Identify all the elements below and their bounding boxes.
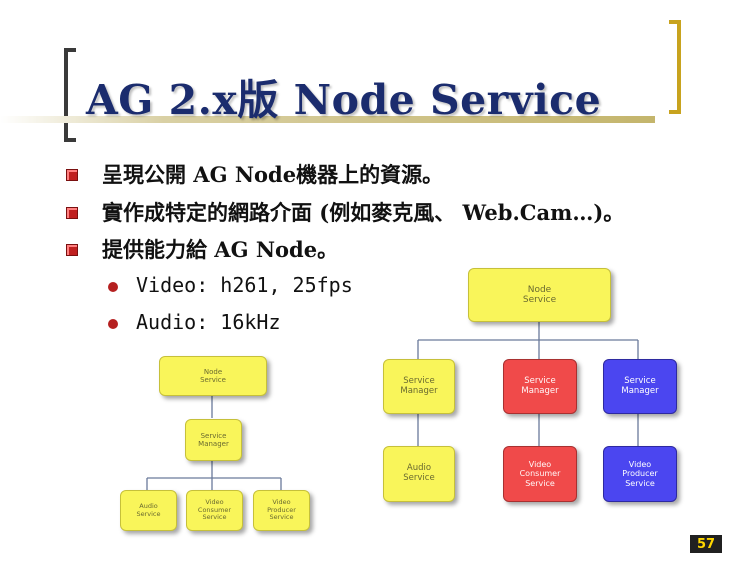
bullet-icon — [66, 169, 78, 181]
bullet-icon — [66, 244, 78, 256]
service-manager-box: Service Manager — [603, 359, 677, 414]
video-consumer-service-box: Video Consumer Service — [503, 446, 577, 502]
service-manager-box: Service Manager — [185, 419, 242, 461]
service-manager-box: Service Manager — [383, 359, 455, 414]
node-service-box: Node Service — [468, 268, 611, 322]
title-bracket-right — [669, 20, 681, 114]
page-number: 57 — [690, 535, 722, 553]
audio-service-box: Audio Service — [120, 490, 177, 531]
title-underline — [0, 116, 655, 123]
sub-bullet-dot — [108, 319, 118, 329]
video-producer-service-box: Video Producer Service — [253, 490, 310, 531]
bullet-icon — [66, 207, 78, 219]
video-consumer-service-box: Video Consumer Service — [186, 490, 243, 531]
service-manager-box: Service Manager — [503, 359, 577, 414]
slide-title: AG 2.x版 Node Service — [86, 76, 602, 124]
video-producer-service-box: Video Producer Service — [603, 446, 677, 502]
sub-bullet-dot — [108, 282, 118, 292]
sub-bullet-2: Audio: 16kHz — [136, 310, 281, 334]
audio-service-box: Audio Service — [383, 446, 455, 502]
bullet-2: 實作成特定的網路介面 (例如麥克風、 Web.Cam…)。 — [102, 200, 625, 225]
title-bracket-left — [64, 48, 76, 142]
bullet-3: 提供能力給 AG Node。 — [102, 237, 339, 262]
bullet-1: 呈現公開 AG Node機器上的資源。 — [102, 162, 444, 187]
sub-bullet-1: Video: h261, 25fps — [136, 273, 353, 297]
node-service-box: Node Service — [159, 356, 267, 396]
